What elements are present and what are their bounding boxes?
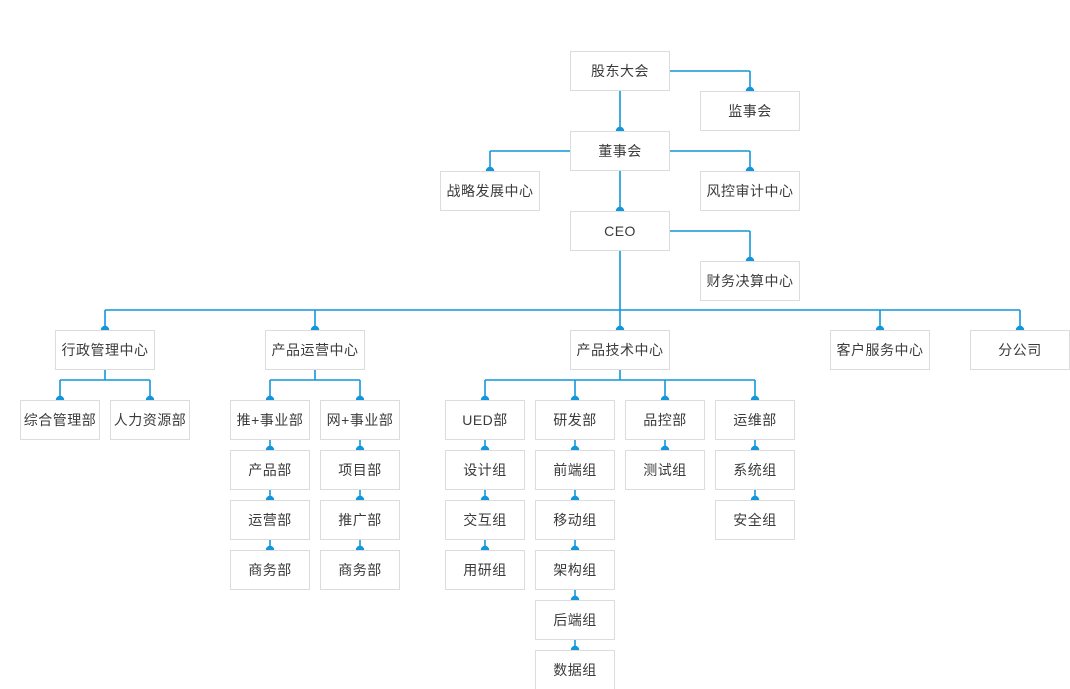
org-node-label: 设计组 bbox=[463, 462, 507, 478]
org-node-label: 系统组 bbox=[733, 462, 777, 478]
org-node[interactable]: 行政管理中心 bbox=[55, 330, 155, 370]
org-node-label: 架构组 bbox=[553, 562, 597, 578]
org-node[interactable]: 数据组 bbox=[535, 650, 615, 689]
org-node[interactable]: 移动组 bbox=[535, 500, 615, 540]
org-node[interactable]: 商务部 bbox=[230, 550, 310, 590]
org-node-label: 战略发展中心 bbox=[446, 183, 534, 199]
org-node[interactable]: 后端组 bbox=[535, 600, 615, 640]
org-node-label: 商务部 bbox=[338, 562, 382, 578]
org-node[interactable]: 董事会 bbox=[570, 131, 670, 171]
org-node[interactable]: 架构组 bbox=[535, 550, 615, 590]
org-node[interactable]: 安全组 bbox=[715, 500, 795, 540]
org-node[interactable]: 交互组 bbox=[445, 500, 525, 540]
org-node[interactable]: 研发部 bbox=[535, 400, 615, 440]
org-node-label: 商务部 bbox=[248, 562, 292, 578]
org-node[interactable]: 运营部 bbox=[230, 500, 310, 540]
org-node-label: 后端组 bbox=[553, 612, 597, 628]
org-node-label: 移动组 bbox=[553, 512, 597, 528]
org-node-label: 前端组 bbox=[553, 462, 597, 478]
org-node[interactable]: 项目部 bbox=[320, 450, 400, 490]
org-node[interactable]: 人力资源部 bbox=[110, 400, 190, 440]
org-node[interactable]: UED部 bbox=[445, 400, 525, 440]
org-node[interactable]: 风控审计中心 bbox=[700, 171, 800, 211]
org-node[interactable]: 财务决算中心 bbox=[700, 261, 800, 301]
org-node[interactable]: 运维部 bbox=[715, 400, 795, 440]
org-node-label: 人力资源部 bbox=[113, 412, 187, 428]
org-node[interactable]: 推+事业部 bbox=[230, 400, 310, 440]
org-node[interactable]: 客户服务中心 bbox=[830, 330, 930, 370]
org-node-label: 运营部 bbox=[248, 512, 292, 528]
org-node[interactable]: CEO bbox=[570, 211, 670, 251]
org-node-label: 分公司 bbox=[998, 342, 1042, 358]
org-node[interactable]: 系统组 bbox=[715, 450, 795, 490]
org-node[interactable]: 监事会 bbox=[700, 91, 800, 131]
org-node-label: 推广部 bbox=[338, 512, 382, 528]
org-node[interactable]: 战略发展中心 bbox=[440, 171, 540, 211]
org-node[interactable]: 股东大会 bbox=[570, 51, 670, 91]
org-node-label: 数据组 bbox=[553, 662, 597, 678]
org-node-label: 产品部 bbox=[248, 462, 292, 478]
org-node[interactable]: 商务部 bbox=[320, 550, 400, 590]
org-node-label: 董事会 bbox=[598, 143, 642, 159]
org-node-label: 网+事业部 bbox=[326, 412, 394, 428]
org-node[interactable]: 设计组 bbox=[445, 450, 525, 490]
org-node-label: CEO bbox=[604, 223, 636, 239]
org-node[interactable]: 产品部 bbox=[230, 450, 310, 490]
org-node-label: 风控审计中心 bbox=[706, 183, 794, 199]
org-node-label: 产品技术中心 bbox=[576, 342, 664, 358]
org-node[interactable]: 测试组 bbox=[625, 450, 705, 490]
org-node-label: 综合管理部 bbox=[23, 412, 97, 428]
org-node-label: UED部 bbox=[462, 412, 508, 428]
org-node-label: 财务决算中心 bbox=[706, 273, 794, 289]
org-node-label: 交互组 bbox=[463, 512, 507, 528]
org-node-label: 行政管理中心 bbox=[61, 342, 149, 358]
org-node[interactable]: 用研组 bbox=[445, 550, 525, 590]
org-node-label: 研发部 bbox=[553, 412, 597, 428]
org-node[interactable]: 产品技术中心 bbox=[570, 330, 670, 370]
org-node-label: 测试组 bbox=[643, 462, 687, 478]
org-node-label: 股东大会 bbox=[591, 63, 649, 79]
org-node[interactable]: 网+事业部 bbox=[320, 400, 400, 440]
org-node[interactable]: 综合管理部 bbox=[20, 400, 100, 440]
org-node-label: 品控部 bbox=[643, 412, 687, 428]
org-node-label: 用研组 bbox=[463, 562, 507, 578]
org-node-label: 安全组 bbox=[733, 512, 777, 528]
org-node[interactable]: 前端组 bbox=[535, 450, 615, 490]
org-node[interactable]: 推广部 bbox=[320, 500, 400, 540]
org-node-label: 运维部 bbox=[733, 412, 777, 428]
org-node[interactable]: 分公司 bbox=[970, 330, 1070, 370]
org-node-label: 客户服务中心 bbox=[836, 342, 924, 358]
org-node-label: 推+事业部 bbox=[236, 412, 304, 428]
org-node[interactable]: 品控部 bbox=[625, 400, 705, 440]
org-node[interactable]: 产品运营中心 bbox=[265, 330, 365, 370]
org-node-label: 项目部 bbox=[338, 462, 382, 478]
org-node-label: 产品运营中心 bbox=[271, 342, 359, 358]
org-node-label: 监事会 bbox=[728, 103, 772, 119]
